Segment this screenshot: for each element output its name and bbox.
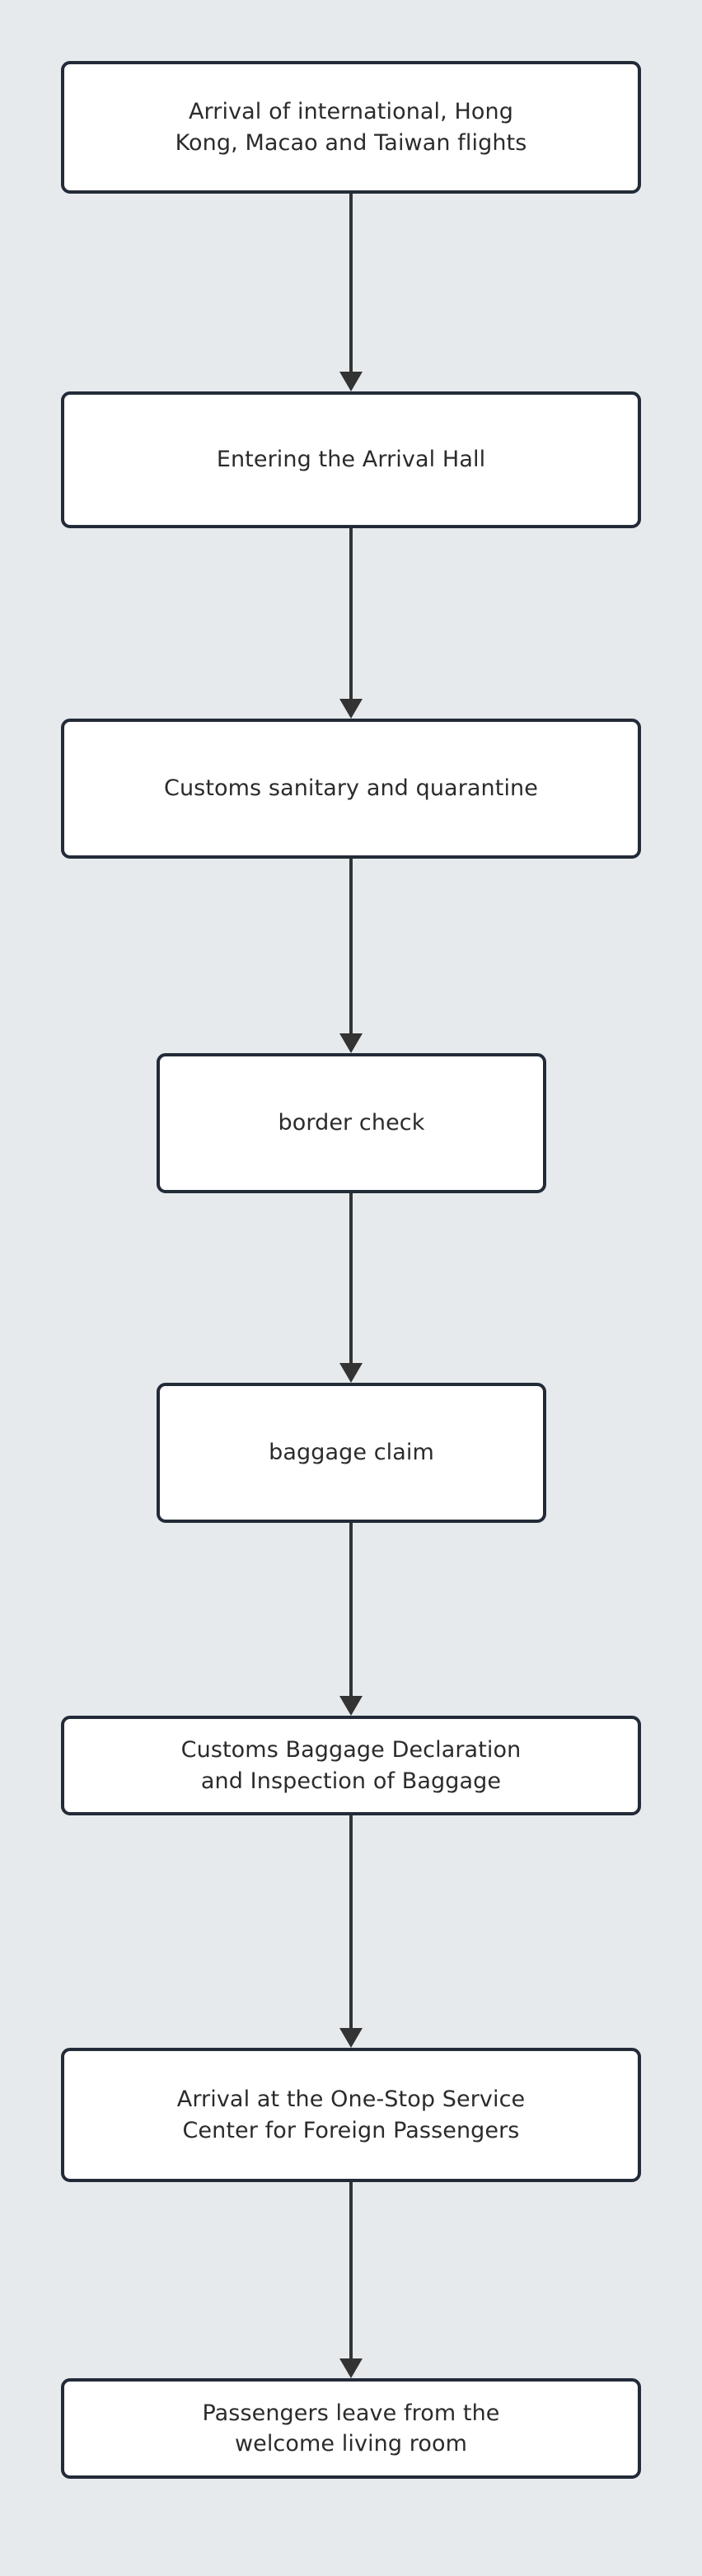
flow-arrow — [339, 1523, 363, 1716]
arrow-head-icon — [339, 699, 363, 719]
arrow-line — [349, 859, 353, 1035]
arrow-line — [349, 1193, 353, 1365]
flow-arrow — [339, 2182, 363, 2378]
arrow-line — [349, 1523, 353, 1698]
arrow-line — [349, 194, 353, 373]
flowchart-node[interactable]: baggage claim — [157, 1383, 546, 1523]
flowchart-node[interactable]: Entering the Arrival Hall — [61, 391, 641, 528]
arrow-head-icon — [339, 1696, 363, 1716]
arrow-head-icon — [339, 2028, 363, 2048]
arrow-head-icon — [339, 1363, 363, 1383]
flowchart-node-label: border check — [278, 1110, 425, 1136]
flowchart-node-label: baggage claim — [269, 1440, 434, 1466]
flowchart-node[interactable]: Customs Baggage Declaration and Inspecti… — [61, 1716, 641, 1815]
flow-arrow — [339, 1815, 363, 2048]
flow-arrow — [339, 1193, 363, 1383]
flow-arrow — [339, 194, 363, 391]
arrow-head-icon — [339, 2358, 363, 2378]
flowchart-node-label: Customs sanitary and quarantine — [164, 775, 538, 802]
flowchart-node-label: Arrival of international, Hong Kong, Mac… — [175, 99, 527, 156]
arrow-line — [349, 2182, 353, 2360]
flowchart-node-label: Arrival at the One-Stop Service Center f… — [176, 2087, 526, 2143]
flowchart-node[interactable]: Arrival at the One-Stop Service Center f… — [61, 2048, 641, 2182]
flowchart-node-label: Passengers leave from the welcome living… — [202, 2400, 500, 2457]
flow-arrow — [339, 528, 363, 719]
flowchart-node[interactable]: Passengers leave from the welcome living… — [61, 2378, 641, 2479]
flow-arrow — [339, 859, 363, 1053]
flowchart-node-label: Entering the Arrival Hall — [216, 447, 486, 473]
arrow-head-icon — [339, 372, 363, 391]
flowchart-node[interactable]: border check — [157, 1053, 546, 1193]
flowchart-node-label: Customs Baggage Declaration and Inspecti… — [180, 1737, 522, 1794]
arrow-line — [349, 528, 353, 700]
flowchart-node[interactable]: Customs sanitary and quarantine — [61, 719, 641, 859]
arrow-head-icon — [339, 1033, 363, 1053]
flowchart-node[interactable]: Arrival of international, Hong Kong, Mac… — [61, 61, 641, 194]
arrow-line — [349, 1815, 353, 2030]
